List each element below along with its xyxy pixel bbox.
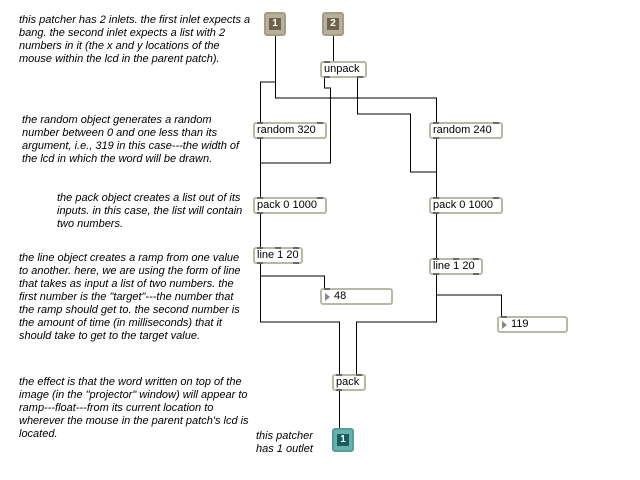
comment-outlet: this patcher has 1 outlet bbox=[256, 430, 313, 455]
line-right-outlet-2 bbox=[473, 273, 479, 275]
comment-effect: the effect is that the word written on t… bbox=[19, 376, 249, 440]
object-pack-final-label: pack bbox=[336, 376, 360, 388]
pack-left-inlet-left bbox=[257, 197, 263, 199]
cord-lineright-packfinal bbox=[356, 295, 437, 374]
cord-inlet1-random320 bbox=[260, 36, 276, 122]
object-unpack-label: unpack bbox=[324, 63, 360, 75]
object-line-left[interactable]: line 1 20 bbox=[253, 247, 303, 264]
inlet-2[interactable]: 2 bbox=[322, 12, 344, 36]
number-box-right-inlet bbox=[501, 316, 507, 318]
line-right-outlet-1 bbox=[433, 273, 439, 275]
pack-final-outlet bbox=[336, 389, 342, 391]
comment-line: the line object creates a ramp from one … bbox=[19, 252, 241, 342]
comment-random: the random object generates a random num… bbox=[22, 114, 240, 165]
number-box-right[interactable]: 119 bbox=[497, 316, 568, 333]
object-line-right[interactable]: line 1 20 bbox=[429, 258, 483, 275]
pack-right-outlet bbox=[433, 212, 439, 214]
pack-left-inlet-right bbox=[317, 197, 323, 199]
cord-lineleft-packfinal bbox=[260, 276, 340, 374]
pack-final-inlet-left bbox=[336, 374, 342, 376]
cord-lineright-num119 bbox=[436, 275, 502, 316]
unpack-inlet bbox=[324, 61, 330, 63]
random-320-inlet-right bbox=[317, 122, 323, 124]
number-box-left[interactable]: 48 bbox=[320, 288, 393, 305]
comment-pack: the pack object creates a list out of it… bbox=[57, 192, 243, 230]
line-right-inlet-1 bbox=[433, 258, 439, 260]
object-pack-right[interactable]: pack 0 1000 bbox=[429, 197, 503, 214]
pack-right-inlet-left bbox=[433, 197, 439, 199]
unpack-outlet-left bbox=[324, 76, 330, 78]
random-240-outlet bbox=[433, 137, 439, 139]
object-pack-left[interactable]: pack 0 1000 bbox=[253, 197, 327, 214]
outlet-1-number: 1 bbox=[337, 434, 349, 446]
cord-unpack-packright bbox=[357, 78, 437, 197]
number-box-left-triangle-icon bbox=[325, 293, 330, 301]
object-pack-left-label: pack 0 1000 bbox=[257, 199, 317, 211]
inlet-2-number: 2 bbox=[327, 18, 339, 30]
line-left-inlet-1 bbox=[257, 247, 263, 249]
object-pack-right-label: pack 0 1000 bbox=[433, 199, 493, 211]
object-random-240-label: random 240 bbox=[433, 124, 492, 136]
object-random-320-label: random 320 bbox=[257, 124, 316, 136]
line-left-outlet-2 bbox=[293, 262, 299, 264]
line-left-inlet-2 bbox=[275, 247, 281, 249]
line-left-inlet-3 bbox=[293, 247, 299, 249]
random-320-outlet bbox=[257, 137, 263, 139]
random-240-inlet-right bbox=[493, 122, 499, 124]
unpack-outlet-right bbox=[357, 76, 363, 78]
line-right-inlet-2 bbox=[453, 258, 459, 260]
pack-left-outlet bbox=[257, 212, 263, 214]
number-box-left-value: 48 bbox=[334, 290, 347, 302]
line-left-outlet-1 bbox=[257, 262, 263, 264]
number-box-right-value: 119 bbox=[511, 318, 529, 330]
object-random-320[interactable]: random 320 bbox=[253, 122, 327, 139]
comment-inlets: this patcher has 2 inlets. the first inl… bbox=[19, 14, 251, 65]
cord-inlet1-random240 bbox=[275, 82, 437, 122]
object-line-right-label: line 1 20 bbox=[433, 260, 475, 272]
random-320-inlet-left bbox=[257, 122, 263, 124]
inlet-1[interactable]: 1 bbox=[264, 12, 286, 36]
line-right-inlet-3 bbox=[473, 258, 479, 260]
number-box-left-inlet bbox=[324, 288, 330, 290]
pack-final-inlet-right bbox=[356, 374, 362, 376]
pack-right-inlet-right bbox=[493, 197, 499, 199]
object-pack-final[interactable]: pack bbox=[332, 374, 366, 391]
object-unpack[interactable]: unpack bbox=[320, 61, 367, 78]
number-box-right-triangle-icon bbox=[502, 321, 507, 329]
object-line-left-label: line 1 20 bbox=[257, 249, 299, 261]
outlet-1[interactable]: 1 bbox=[332, 428, 354, 452]
object-random-240[interactable]: random 240 bbox=[429, 122, 503, 139]
inlet-1-number: 1 bbox=[269, 18, 281, 30]
cord-lineleft-num48 bbox=[260, 264, 325, 288]
random-240-inlet-left bbox=[433, 122, 439, 124]
